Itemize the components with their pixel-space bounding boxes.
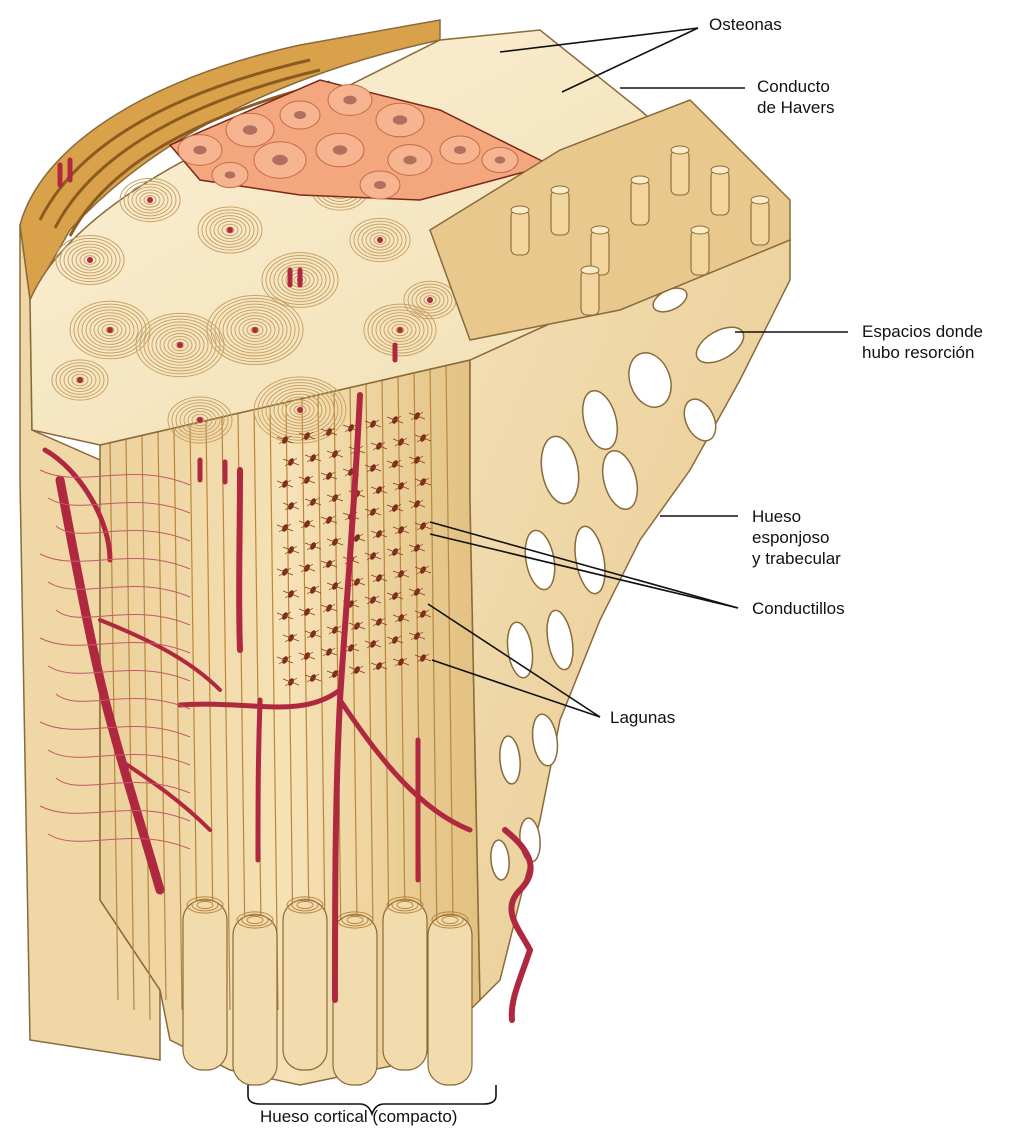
label-espacios: Espacios donde hubo resorción (862, 321, 983, 363)
trabecula (671, 150, 689, 195)
leader-osteonas-2 (562, 28, 698, 92)
cell-nucleus (495, 156, 506, 163)
label-conductillos: Conductillos (752, 598, 845, 619)
trabecula (511, 210, 529, 255)
trabecula-top (581, 266, 599, 274)
cell-nucleus (243, 125, 257, 135)
trabecula (551, 190, 569, 235)
label-havers: Conducto de Havers (757, 76, 834, 118)
label-osteonas: Osteonas (709, 14, 782, 35)
cell-nucleus (193, 146, 206, 155)
haversian-canal (227, 227, 233, 233)
cell-nucleus (343, 96, 356, 105)
osteon-cylinder (183, 900, 227, 1070)
label-lagunas: Lagunas (610, 707, 675, 728)
trabecula (711, 170, 729, 215)
osteon-cylinder (283, 900, 327, 1070)
cell-nucleus (393, 115, 407, 125)
osteon-cylinder (428, 915, 472, 1085)
haversian-canal (252, 327, 258, 333)
haversian-canal (427, 297, 433, 303)
haversian-canal (397, 327, 403, 333)
trabecula-top (551, 186, 569, 194)
haversian-canal (177, 342, 183, 348)
osteon-cylinder (383, 900, 427, 1070)
trabecula-top (671, 146, 689, 154)
cell-nucleus (333, 145, 347, 155)
haversian-canal (297, 407, 303, 413)
trabecula (631, 180, 649, 225)
osteon-cylinder (233, 915, 277, 1085)
haversian-canal (77, 377, 83, 383)
trabecula-top (711, 166, 729, 174)
label-cortical: Hueso cortical (compacto) (260, 1106, 457, 1127)
spongy-bone (470, 240, 790, 1000)
cell-nucleus (294, 111, 306, 119)
haversian-canal (197, 417, 203, 423)
cell-nucleus (403, 156, 416, 165)
trabecula-top (591, 226, 609, 234)
haversian-canal (87, 257, 93, 263)
cell-nucleus (225, 171, 236, 178)
haversian-canal (107, 327, 113, 333)
cell-nucleus (374, 181, 386, 189)
cell-nucleus (454, 146, 466, 154)
cell-nucleus (272, 155, 288, 165)
trabecula (581, 270, 599, 315)
trabecula (751, 200, 769, 245)
trabecula-top (631, 176, 649, 184)
label-esponjoso: Hueso esponjoso y trabecular (752, 506, 841, 569)
trabecula-top (751, 196, 769, 204)
trabecula-top (511, 206, 529, 214)
trabecula-top (691, 226, 709, 234)
osteon-cylinder (333, 915, 377, 1085)
haversian-canal (147, 197, 153, 203)
haversian-canal (377, 237, 383, 243)
trabecula (691, 230, 709, 275)
